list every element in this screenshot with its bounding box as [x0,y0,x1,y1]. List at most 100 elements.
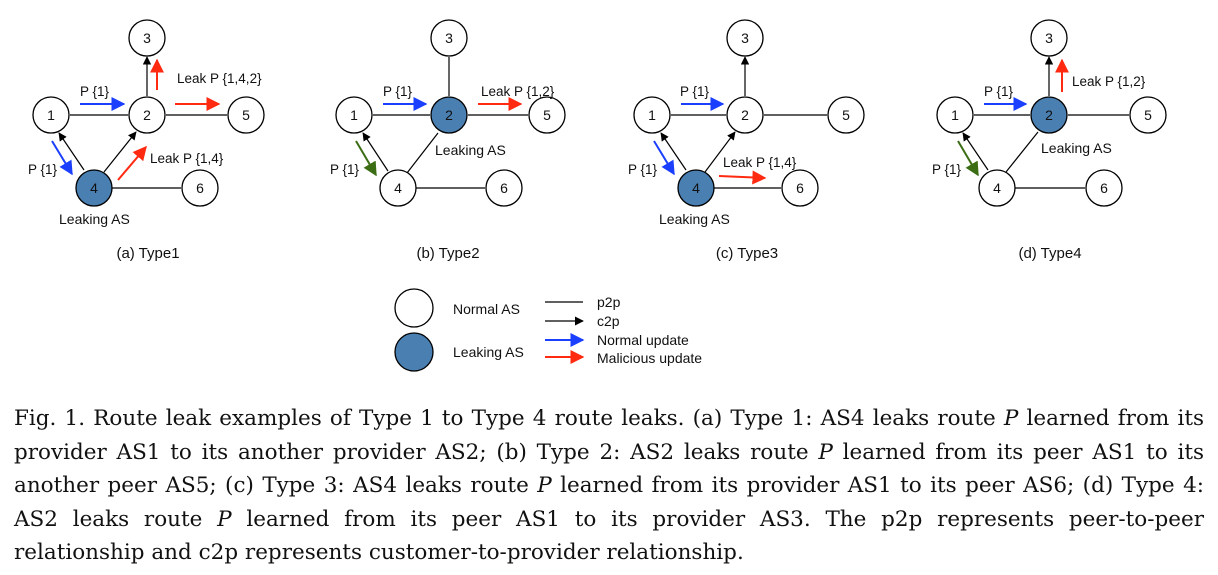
leaking-as-node: 2 [1030,96,1068,134]
edge-4-1 [660,132,687,171]
caption-text: learned from its provider AS1 to its ano… [14,406,1204,465]
as-node: 3 [128,19,166,57]
legend: Normal AS Leaking AS p2p c2p Normal upda… [394,288,702,372]
edge-4-1 [362,132,389,172]
as-node: 1 [32,96,70,134]
leaking-as-label: Leaking AS [1041,140,1112,156]
legend-normal-as-label: Normal AS [453,301,520,317]
svg-text:2: 2 [1045,107,1053,123]
as-node: 6 [1085,169,1123,207]
legend-normal-update-label: Normal update [597,332,689,348]
svg-text:1: 1 [951,107,959,123]
svg-text:5: 5 [842,107,850,123]
svg-text:5: 5 [1144,107,1152,123]
leaking-as-node: 2 [430,96,468,134]
as-node: 3 [430,19,468,57]
route-leak-diagram: 3 1 2 5 4 6 P {1} Leak P {1,4,2} P {1} L… [28,19,1167,372]
svg-text:4: 4 [90,180,98,196]
malicious-update-arrow [117,145,147,181]
svg-text:4: 4 [993,180,1001,196]
leaking-as-node: 4 [677,169,715,207]
update-label: P {1} [628,162,658,177]
peer-update-arrow [355,140,377,177]
update-label: Leak P {1,2} [1072,74,1146,89]
as-node: 6 [181,169,219,207]
panel-a: 3 1 2 5 4 6 P {1} Leak P {1,4,2} P {1} L… [28,19,265,262]
panel-b: 3 1 2 5 4 6 P {1} Leak P {1,2} P {1} Lea… [330,19,566,262]
update-label: P {1} [680,84,710,99]
svg-text:1: 1 [648,107,656,123]
svg-text:2: 2 [143,107,151,123]
as-node: 5 [528,96,566,134]
svg-text:3: 3 [1045,30,1053,46]
as-node: 3 [1030,19,1068,57]
update-label: Leak P {1,4} [150,151,224,166]
as-node: 6 [485,169,523,207]
caption-math-var: P [818,439,833,465]
peer-update-arrow [957,140,979,177]
as-node: 1 [335,96,373,134]
legend-malicious-update-label: Malicious update [597,350,702,366]
normal-update-arrow [653,140,675,176]
panel-d: 3 1 2 5 4 6 P {1} Leak P {1,2} P {1} Lea… [932,19,1167,262]
caption-math-var: P [217,506,232,532]
as-node: 2 [128,96,166,134]
update-label: P {1} [932,162,962,177]
leaking-as-label: Leaking AS [59,211,130,227]
panel-subtitle: (b) Type2 [416,245,479,262]
svg-text:3: 3 [741,30,749,46]
figure-caption: Fig. 1. Route leak examples of Type 1 to… [14,402,1204,570]
edge-4-1 [962,132,989,171]
as-node: 1 [633,96,671,134]
legend-leaking-as-label: Leaking AS [453,344,524,360]
svg-text:1: 1 [350,107,358,123]
svg-text:2: 2 [445,107,453,123]
update-label: P {1} [984,84,1014,99]
leaking-as-label: Leaking AS [659,211,730,227]
as-node: 4 [978,169,1016,207]
svg-text:5: 5 [242,107,250,123]
edge-4-2 [704,131,736,173]
legend-normal-as-swatch [394,288,434,328]
as-node: 5 [1129,96,1167,134]
caption-math-var: P [537,473,552,498]
panel-subtitle: (a) Type1 [116,245,179,262]
update-label: Leak P {1,4} [723,155,797,170]
svg-text:6: 6 [796,180,804,196]
leaking-as-node: 4 [75,169,113,207]
panel-subtitle: (d) Type4 [1018,245,1081,262]
legend-leaking-as-swatch [394,332,434,372]
caption-math-var: P [1003,406,1019,431]
edge-4-1 [58,132,85,171]
svg-text:5: 5 [543,107,551,123]
caption-text: learned from its peer AS1 to its another… [14,439,1204,499]
panel-c: 3 1 2 5 4 6 P {1} P {1} Leak P {1,4} Lea… [628,19,865,262]
svg-text:6: 6 [1100,180,1108,196]
update-label: P {1} [330,162,360,177]
svg-text:2: 2 [741,107,749,123]
svg-text:6: 6 [196,180,204,196]
as-node: 4 [379,169,417,207]
update-label: Leak P {1,2} [481,84,555,99]
as-node: 3 [726,19,764,57]
panel-subtitle: (c) Type3 [716,245,778,262]
update-label: P {1} [80,84,110,99]
update-label: P {1} [28,162,58,177]
edge-4-2 [406,132,439,174]
svg-text:6: 6 [500,180,508,196]
svg-text:3: 3 [143,30,151,46]
legend-c2p-label: c2p [597,313,620,329]
svg-text:4: 4 [692,180,700,196]
legend-p2p-label: p2p [597,294,621,310]
update-label: Leak P {1,4,2} [177,71,262,86]
edge-4-2 [1005,131,1039,173]
as-node: 6 [781,169,819,207]
normal-update-arrow [51,140,73,176]
caption-text: learned from its peer AS1 to its provide… [14,506,1204,566]
as-node: 5 [827,96,865,134]
svg-text:3: 3 [445,30,453,46]
as-node: 5 [227,96,265,134]
svg-text:4: 4 [394,180,402,196]
caption-text: Fig. 1. Route leak examples of Type 1 to… [14,406,1004,431]
as-node: 2 [726,96,764,134]
